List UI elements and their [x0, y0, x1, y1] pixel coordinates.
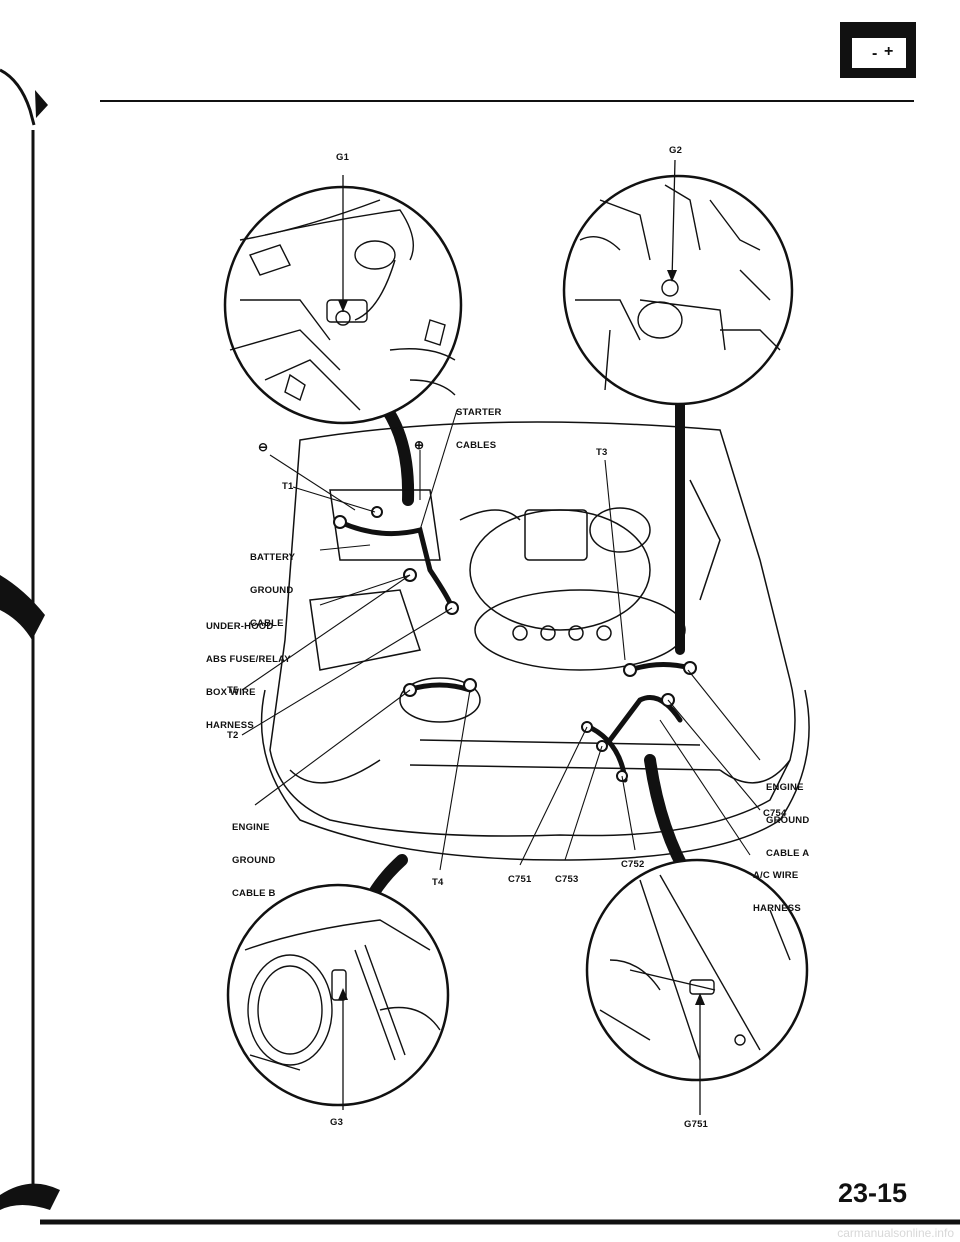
label-starter-cables-line1: STARTER — [456, 407, 502, 418]
leader-lines — [241, 409, 761, 871]
label-minus-terminal: ⊖ — [258, 440, 269, 454]
label-under-hood-line1: UNDER-HOOD — [206, 621, 274, 632]
label-c752: C752 — [621, 859, 645, 870]
label-g751: G751 — [684, 1119, 709, 1130]
label-battery-ground-line1: BATTERY — [250, 552, 296, 563]
label-engine-ground-a-line1: ENGINE — [766, 782, 804, 793]
label-g1: G1 — [336, 152, 350, 163]
label-engine-ground-cable-a: ENGINE GROUND CABLE A — [766, 760, 809, 870]
label-under-hood-line4: HARNESS — [206, 720, 254, 731]
detail-circle-g2 — [562, 159, 794, 406]
detail-circle-g3 — [226, 883, 450, 1110]
label-battery-ground-cable: BATTERY GROUND CABLE — [250, 530, 295, 640]
label-engine-ground-b-line2: GROUND — [232, 855, 276, 866]
label-t2: T2 — [227, 730, 239, 741]
label-battery-ground-line2: GROUND — [250, 585, 294, 596]
label-engine-ground-a-line2: GROUND — [766, 815, 810, 826]
label-t3: T3 — [596, 447, 608, 458]
label-under-hood-line3: BOX WIRE — [206, 687, 256, 698]
connector-cables — [364, 389, 696, 906]
label-starter-cables: STARTER CABLES — [456, 385, 502, 462]
label-c754: C754 — [763, 808, 787, 819]
label-t4: T4 — [432, 877, 444, 888]
label-under-hood-line2: ABS FUSE/RELAY — [206, 654, 291, 665]
label-engine-ground-cable-b: ENGINE GROUND CABLE B — [232, 800, 276, 910]
label-c753: C753 — [555, 874, 579, 885]
label-t5: T5 — [227, 685, 239, 696]
page-number: 23-15 — [838, 1178, 908, 1208]
label-ac-wire-harness: A/C WIRE HARNESS — [753, 848, 801, 925]
battery-icon: - + — [840, 22, 916, 78]
label-t1: T1 — [282, 481, 294, 492]
label-starter-cables-line2: CABLES — [456, 440, 497, 451]
detail-circle-g1 — [223, 175, 463, 425]
label-ac-wire-line1: A/C WIRE — [753, 870, 799, 881]
ground-terminals — [333, 506, 697, 782]
label-g2: G2 — [669, 145, 683, 156]
label-c751: C751 — [508, 874, 532, 885]
binding-edge — [0, 68, 60, 1210]
footer-watermark: carmanualsonline.info — [837, 1226, 954, 1240]
battery-plus-symbol: + — [884, 43, 893, 60]
label-plus-terminal: ⊕ — [414, 438, 425, 452]
label-ac-wire-line2: HARNESS — [753, 903, 801, 914]
label-battery-ground-line3: CABLE — [250, 618, 284, 629]
battery-minus-symbol: - — [872, 45, 877, 62]
label-under-hood-box: UNDER-HOOD ABS FUSE/RELAY BOX WIRE HARNE… — [206, 599, 291, 742]
label-engine-ground-b-line1: ENGINE — [232, 822, 270, 833]
label-engine-ground-a-line3: CABLE A — [766, 848, 810, 859]
detail-circle-g751 — [585, 858, 809, 1115]
label-g3: G3 — [330, 1117, 344, 1128]
engine-bay-drawing — [260, 421, 810, 861]
label-engine-ground-b-line3: CABLE B — [232, 888, 276, 899]
